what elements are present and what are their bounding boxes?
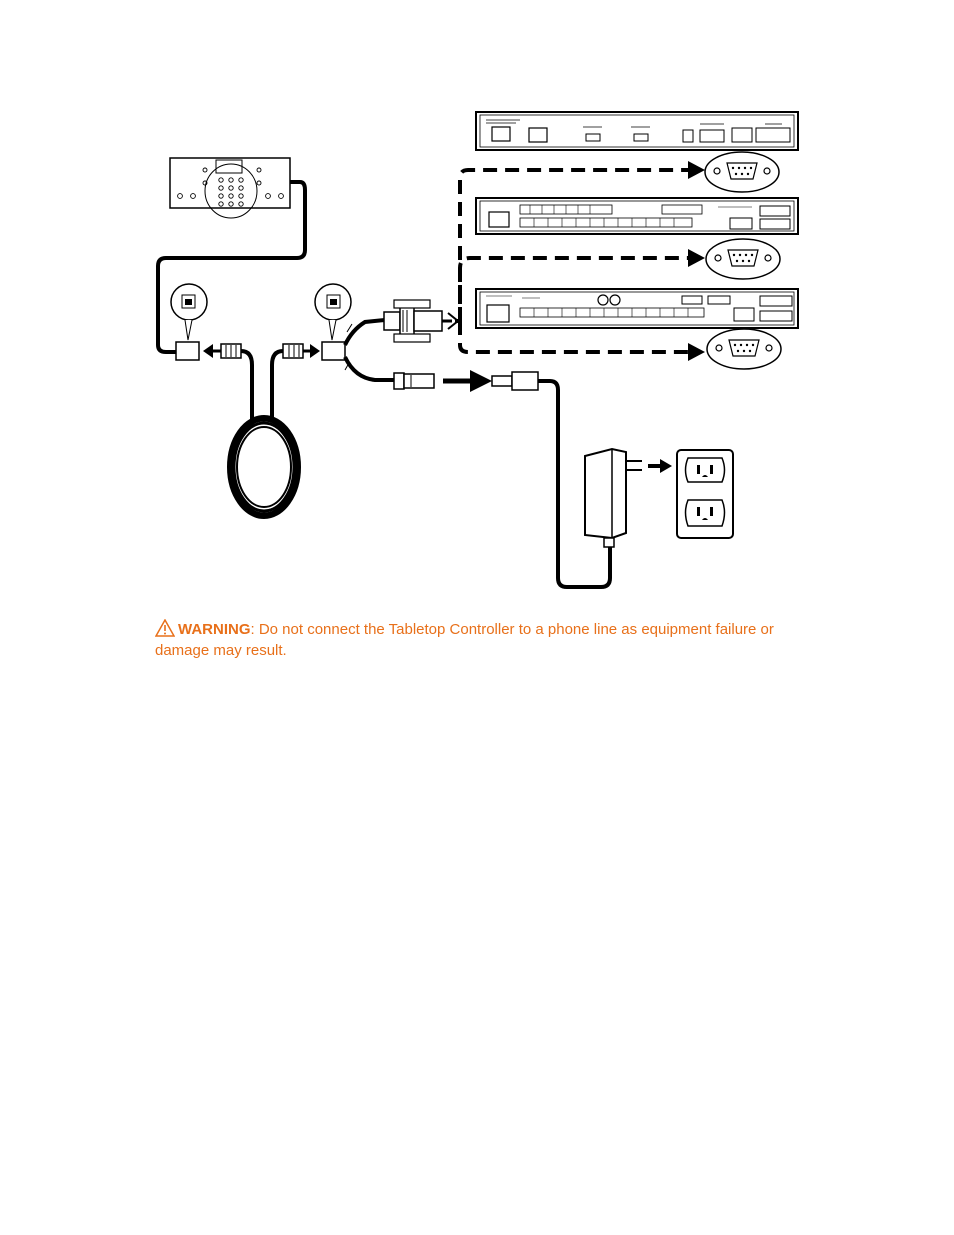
coiled-phone-cable — [227, 349, 301, 519]
power-jack — [393, 372, 435, 390]
mixer-unit-top — [475, 111, 799, 151]
wall-outlet — [676, 449, 734, 539]
power-plug — [491, 371, 539, 391]
rj11-jack-adapter — [314, 283, 352, 361]
controller-cable — [156, 180, 307, 354]
rj11-plug-left — [220, 343, 242, 359]
mixer-unit-middle — [475, 197, 799, 235]
warning-label: WARNING — [178, 621, 251, 638]
power-adapter — [584, 447, 642, 548]
rj11-jack-controller — [170, 283, 208, 361]
rj11-plug-right — [282, 343, 304, 359]
dashed-connections — [455, 168, 688, 354]
warning-message: WARNING: Do not connect the Tabletop Con… — [154, 618, 815, 661]
mixer-unit-bottom — [475, 288, 799, 329]
serial-db9-connector — [383, 299, 460, 343]
tabletop-controller — [169, 157, 291, 219]
warning-text: : Do not connect the Tabletop Controller… — [155, 621, 774, 659]
power-cable — [538, 379, 612, 589]
db9-port-callout — [704, 151, 782, 370]
warning-triangle-icon — [154, 618, 176, 637]
